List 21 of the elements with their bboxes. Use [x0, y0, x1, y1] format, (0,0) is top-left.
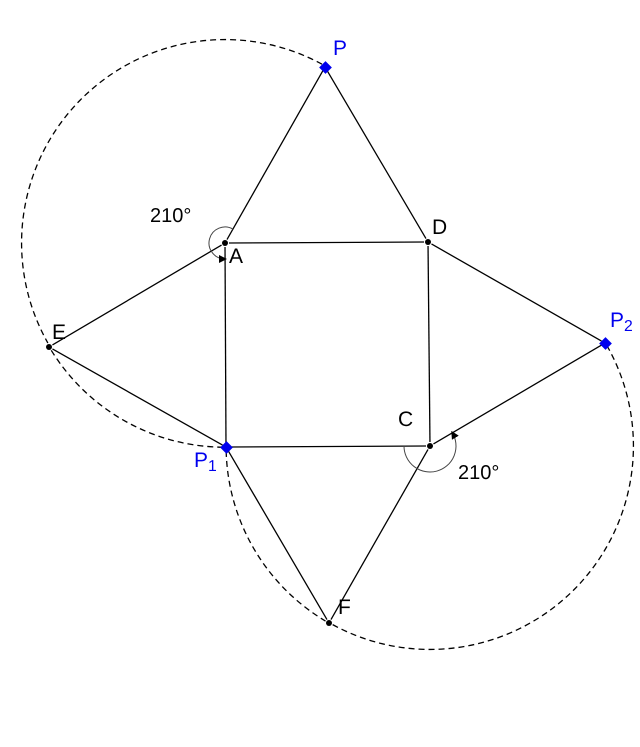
line-segment: [229, 241, 424, 244]
dashed-arc: [332, 346, 634, 650]
point-label: D: [432, 216, 448, 240]
line-segment: [230, 445, 426, 448]
line-segment: [52, 244, 222, 346]
line-segment: [226, 70, 324, 240]
point-label: P: [333, 37, 348, 61]
line-segment: [224, 247, 227, 443]
angle-arc-arrow: [208, 226, 234, 263]
point-label: P$_{1}$: [194, 449, 217, 473]
line-segment: [326, 70, 427, 239]
angle-arc-arrow: [404, 430, 459, 472]
point-label: P$_{2}$: [610, 309, 633, 333]
line-segment: [431, 243, 602, 342]
line-segment: [433, 344, 602, 445]
point-label: A: [229, 245, 244, 269]
point-label: E: [52, 321, 66, 345]
line-segment: [330, 449, 429, 620]
dashed-arc: [20, 38, 322, 344]
point-label: C: [398, 408, 414, 432]
line-segment: [427, 246, 431, 442]
